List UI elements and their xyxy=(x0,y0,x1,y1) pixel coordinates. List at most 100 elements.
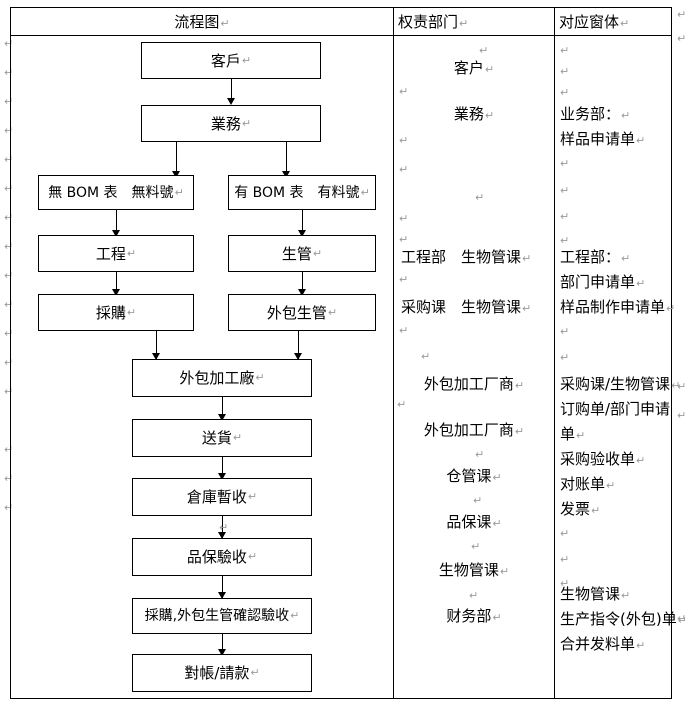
pilcrow-mark: ↵ xyxy=(677,32,687,45)
pilcrow-mark: ↵ xyxy=(219,521,229,534)
flow-node-outsource-planning-label: 外包生管 xyxy=(266,303,327,322)
flow-node-purchasing[interactable]: 採購↵ xyxy=(38,294,194,331)
pilcrow-mark: ↵ xyxy=(514,425,525,438)
arrowhead-engineering-purchasing xyxy=(112,289,120,296)
flow-node-qa-check[interactable]: 品保驗收↵ xyxy=(132,538,312,576)
pilcrow-mark: ↵ xyxy=(492,611,502,624)
connector-outsourcefactory-delivery xyxy=(222,397,223,420)
flow-node-confirm-acceptance[interactable]: 採購,外包生管確認驗收↵ xyxy=(132,598,312,634)
flow-node-qa-check-label: 品保驗收 xyxy=(186,548,247,566)
form-row-sample-making-request-label: 样品制作申请单 xyxy=(560,298,666,316)
pilcrow-mark: ↵ xyxy=(241,116,252,130)
department-row-engineering: 工程部 生物管课↵ xyxy=(401,247,531,269)
pilcrow-mark: ↵ xyxy=(247,550,258,563)
pilcrow-mark: ↵ xyxy=(677,614,687,627)
flow-node-sales[interactable]: 業務↵ xyxy=(141,105,321,142)
department-row-purchasing-label: 采购课 生物管课 xyxy=(401,298,522,316)
connector-warehouse-qacheck xyxy=(222,516,223,538)
flow-node-customer-label: 客戶 xyxy=(210,51,241,70)
arrowhead-sales-nobom xyxy=(172,171,180,178)
pilcrow-mark: ↵ xyxy=(621,589,631,602)
form-row-material-control: 生物管课↵ xyxy=(560,584,630,606)
pilcrow-mark: ↵ xyxy=(591,504,601,517)
column-header-flowchart-label: 流程图 xyxy=(174,13,220,31)
flow-node-warehouse[interactable]: 倉庫暫收↵ xyxy=(132,478,312,516)
flow-node-confirm-acceptance-label: 採購,外包生管確認驗收 xyxy=(144,608,290,624)
pilcrow-mark: ↵ xyxy=(469,589,479,602)
arrowhead-warehouse-qacheck xyxy=(218,532,226,539)
pilcrow-mark: ↵ xyxy=(399,212,409,225)
pilcrow-mark: ↵ xyxy=(671,379,681,392)
connector-qacheck-confirm xyxy=(222,576,223,598)
pilcrow-mark: ↵ xyxy=(560,234,570,247)
pilcrow-mark: ↵ xyxy=(560,157,570,170)
form-row-order-dept-request: 订购单/部门申请 xyxy=(560,399,670,419)
pilcrow-mark: ↵ xyxy=(399,324,409,337)
form-row-purchase-acceptance-label: 采购验收单 xyxy=(560,450,636,468)
form-row-purchase-acceptance: 采购验收单↵ xyxy=(560,449,645,471)
pilcrow-mark: ↵ xyxy=(473,494,483,507)
connector-hasbom-production xyxy=(302,210,303,235)
flow-node-engineering[interactable]: 工程↵ xyxy=(38,235,194,272)
pilcrow-mark: ↵ xyxy=(475,448,485,461)
arrowhead-nobom-engineering xyxy=(112,230,120,237)
pilcrow-mark: ↵ xyxy=(560,351,570,364)
column-header-form: 对应窗体↵ xyxy=(559,12,629,34)
flow-node-delivery-label: 送貨 xyxy=(201,429,232,447)
arrowhead-customer-sales xyxy=(227,98,235,105)
pilcrow-mark: ↵ xyxy=(621,252,631,265)
pilcrow-mark: ↵ xyxy=(4,37,14,50)
department-row-sales: 業務↵ xyxy=(394,104,554,126)
pilcrow-mark: ↵ xyxy=(174,185,184,199)
flow-node-purchasing-label: 採購 xyxy=(95,303,126,322)
form-row-invoice: 发票↵ xyxy=(560,499,600,521)
pilcrow-mark: ↵ xyxy=(399,85,409,98)
pilcrow-mark: ↵ xyxy=(475,191,485,204)
pilcrow-mark: ↵ xyxy=(399,273,409,286)
arrowhead-hasbom-production xyxy=(298,230,306,237)
flow-node-no-bom[interactable]: 無 BOM 表 無料號↵ xyxy=(38,175,194,210)
connector-delivery-warehouse xyxy=(222,457,223,479)
connector-nobom-engineering xyxy=(116,210,117,235)
form-row-order-dept-request-label: 订购单/部门申请 xyxy=(560,400,671,418)
flow-node-outsource-factory-label: 外包加工廠 xyxy=(179,369,255,387)
pilcrow-mark: ↵ xyxy=(4,385,14,398)
form-row-statement: 对账单↵ xyxy=(560,474,615,496)
department-row-engineering-label: 工程部 生物管课 xyxy=(401,248,522,266)
pilcrow-mark: ↵ xyxy=(492,517,502,530)
flow-node-billing[interactable]: 對帳/請款↵ xyxy=(132,654,312,692)
pilcrow-mark: ↵ xyxy=(421,350,431,363)
flow-node-sales-label: 業務 xyxy=(210,114,241,133)
form-row-sample-making-request: 样品制作申请单↵ xyxy=(560,297,675,319)
department-row-material-control-label: 生物管课 xyxy=(438,561,499,579)
pilcrow-mark: ↵ xyxy=(360,185,370,199)
form-row-production-order: 生产指令(外包)单↵ xyxy=(560,609,687,631)
pilcrow-mark: ↵ xyxy=(560,553,570,566)
connector-customer-sales xyxy=(231,79,232,101)
pilcrow-mark: ↵ xyxy=(4,443,14,456)
pilcrow-mark: ↵ xyxy=(677,8,687,21)
pilcrow-mark: ↵ xyxy=(479,44,489,57)
form-row-dept-request: 部门申请单↵ xyxy=(560,272,645,294)
flow-node-outsource-planning[interactable]: 外包生管↵ xyxy=(228,294,376,331)
pilcrow-mark: ↵ xyxy=(560,86,570,99)
column-divider-1 xyxy=(393,8,394,698)
form-row-material-control-label: 生物管课 xyxy=(560,585,621,603)
pilcrow-mark: ↵ xyxy=(126,305,137,319)
department-row-qa: 品保课↵ xyxy=(394,512,554,534)
flow-node-outsource-factory[interactable]: 外包加工廠↵ xyxy=(132,359,312,397)
department-row-qa-label: 品保课 xyxy=(446,513,492,531)
flow-node-delivery[interactable]: 送貨↵ xyxy=(132,419,312,457)
flow-node-production[interactable]: 生管↵ xyxy=(228,235,376,272)
flowchart-table: 流程图↵ 权责部门↵ 对应窗体↵ 客戶↵ 業務↵ 無 BOM 表 無料號↵ 有 … xyxy=(10,7,687,699)
form-row-purchasing-material-label: 采购课/生物管课 xyxy=(560,375,671,393)
pilcrow-mark: ↵ xyxy=(4,327,14,340)
connector-confirm-billing xyxy=(222,634,223,655)
flow-node-customer[interactable]: 客戶↵ xyxy=(141,42,321,79)
department-row-outsource-vendor-1: 外包加工厂商↵ xyxy=(394,374,554,396)
connector-outsourcepc-outsourcefactory xyxy=(298,331,299,359)
pilcrow-mark: ↵ xyxy=(560,210,570,223)
form-row-production-order-label: 生产指令(外包)单 xyxy=(560,610,677,628)
connector-sales-hasbom xyxy=(286,142,287,175)
flow-node-has-bom[interactable]: 有 BOM 表 有料號↵ xyxy=(228,175,376,210)
